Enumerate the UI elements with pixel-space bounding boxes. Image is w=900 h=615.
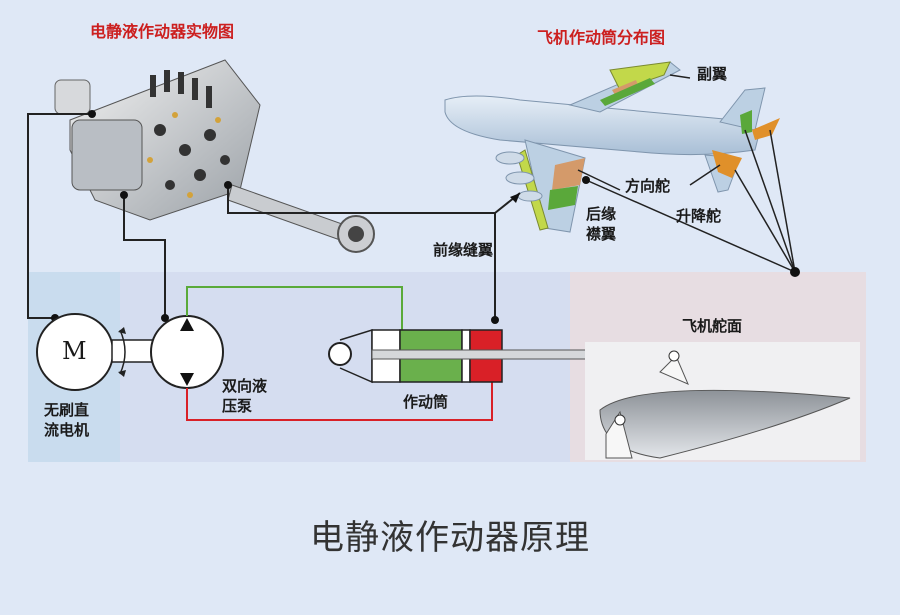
label-trailing-flap: 后缘 襟翼 (586, 205, 617, 243)
actuator-photo (54, 59, 375, 253)
pump-symbol (150, 315, 224, 389)
motor-symbol (36, 313, 155, 391)
label-pump: 双向液 压泵 (222, 377, 268, 415)
actuator-cylinder (328, 328, 673, 384)
label-motor: 无刷直 流电机 (44, 401, 90, 439)
control-surface (585, 342, 860, 460)
photo-title: 电静液作动器实物图 (90, 22, 235, 41)
diagram-caption: 电静液作动器原理 (310, 518, 590, 558)
label-control-surface: 飞机舵面 (682, 317, 743, 335)
label-rudder: 方向舵 (625, 177, 671, 195)
label-leading-slat: 前缘缝翼 (433, 241, 494, 259)
label-aileron: 副翼 (697, 65, 728, 83)
label-elevator: 升降舵 (676, 207, 722, 225)
label-actuator: 作动筒 (403, 393, 449, 411)
plane-title: 飞机作动筒分布图 (537, 28, 666, 47)
airplane (444, 61, 780, 233)
motor-symbol-letter: M (62, 337, 87, 365)
